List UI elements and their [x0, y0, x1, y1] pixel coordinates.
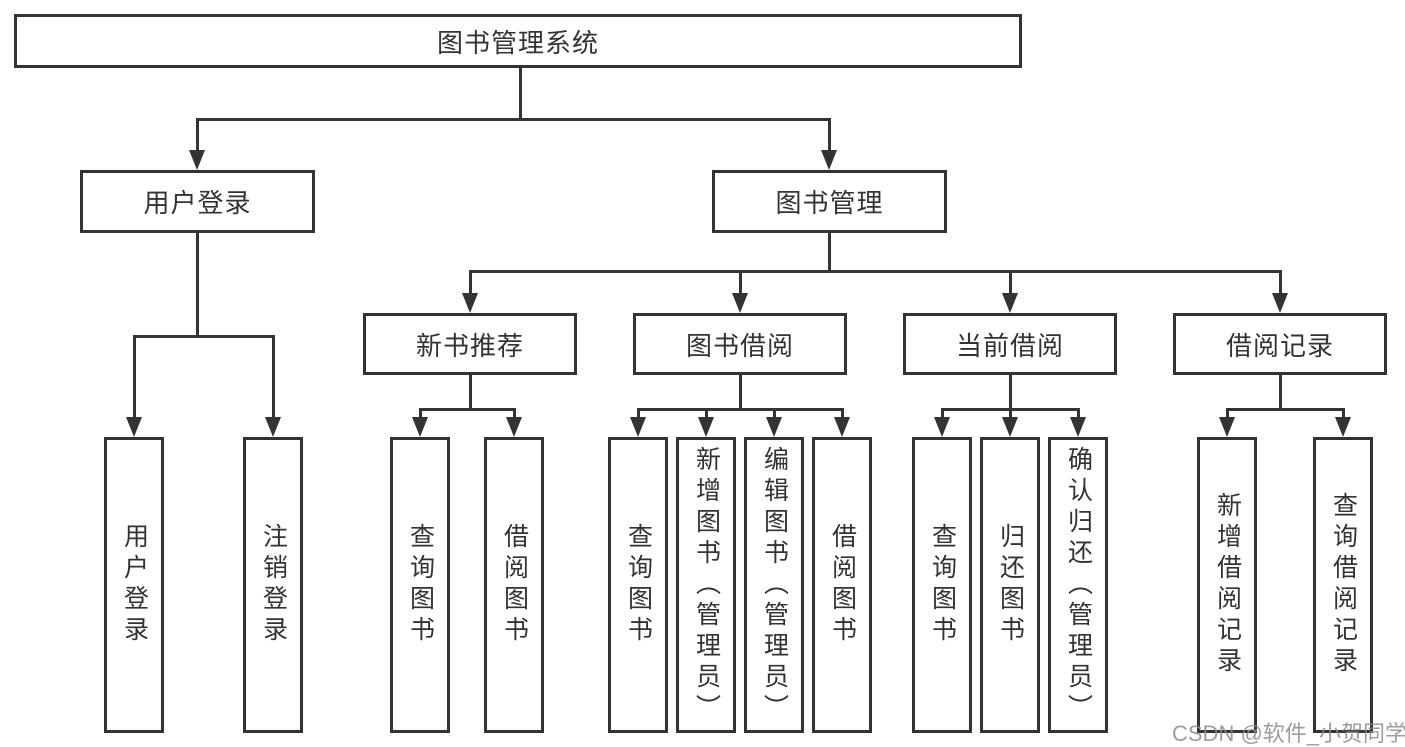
arrowhead-edit-books — [766, 417, 782, 437]
arrowhead-add-borrow-record — [1219, 417, 1235, 437]
node-leaf-query-books-current-label: 查询图书 — [928, 523, 957, 647]
arrowhead-query-books-borrow — [630, 417, 646, 437]
connector-book-mgmt-stem — [828, 233, 831, 270]
connector-drop-add-books — [705, 408, 708, 417]
node-current-borrow-label: 当前借阅 — [955, 330, 1064, 361]
connector-drop-add-borrow-record — [1226, 408, 1229, 417]
connector-drop-current-borrow — [1009, 270, 1012, 293]
node-leaf-query-books-borrow-label: 查询图书 — [624, 523, 653, 647]
node-leaf-query-books-rec-label: 查询图书 — [406, 523, 435, 647]
node-book-borrow: 图书借阅 — [633, 313, 847, 375]
node-leaf-edit-books-admin-label: 编辑图书（管理员） — [760, 445, 789, 725]
connector-drop-borrow-books-rec — [513, 408, 516, 417]
node-leaf-query-books-borrow: 查询图书 — [608, 437, 668, 733]
node-root: 图书管理系统 — [14, 14, 1022, 68]
node-leaf-query-borrow-record: 查询借阅记录 — [1313, 437, 1373, 733]
connector-new-book-rec-split — [419, 408, 516, 411]
node-leaf-add-books-admin-label: 新增图书（管理员） — [692, 445, 721, 725]
node-leaf-query-borrow-record-label: 查询借阅记录 — [1329, 492, 1358, 678]
connector-user-login-stem — [196, 233, 199, 335]
connector-drop-borrow-records — [1279, 270, 1282, 293]
connector-borrow-records-stem — [1279, 375, 1282, 408]
arrowhead-book-mgmt — [821, 150, 837, 170]
node-book-mgmt-label: 图书管理 — [775, 188, 884, 218]
connector-drop-user-login — [196, 118, 199, 150]
connector-drop-new-book-rec — [469, 270, 472, 293]
arrowhead-borrow-books — [834, 417, 850, 437]
connector-book-borrow-split — [637, 408, 844, 411]
arrowhead-query-books-rec — [412, 417, 428, 437]
node-leaf-user-login-label: 用户登录 — [120, 523, 149, 647]
node-leaf-add-borrow-record-label: 新增借阅记录 — [1213, 492, 1242, 678]
node-current-borrow: 当前借阅 — [903, 313, 1117, 375]
arrowhead-borrow-records — [1272, 293, 1288, 313]
node-new-book-rec-label: 新书推荐 — [415, 330, 524, 361]
connector-drop-query-borrow-record — [1342, 408, 1345, 417]
node-leaf-add-borrow-record: 新增借阅记录 — [1197, 437, 1257, 733]
node-leaf-confirm-return-admin-label: 确认归还（管理员） — [1064, 445, 1093, 725]
connector-current-borrow-stem — [1009, 375, 1012, 408]
node-leaf-borrow-books-rec-label: 借阅图书 — [500, 523, 529, 647]
node-leaf-logout: 注销登录 — [243, 437, 303, 733]
arrowhead-leaf-logout — [265, 417, 281, 437]
node-leaf-edit-books-admin: 编辑图书（管理员） — [744, 437, 804, 733]
node-leaf-return-books: 归还图书 — [980, 437, 1040, 733]
connector-drop-confirm-return — [1077, 408, 1080, 417]
arrowhead-add-books — [698, 417, 714, 437]
arrowhead-user-login — [189, 150, 205, 170]
node-leaf-return-books-label: 归还图书 — [996, 523, 1025, 647]
node-user-login-label: 用户登录 — [143, 188, 252, 218]
node-leaf-borrow-books-rec: 借阅图书 — [484, 437, 544, 733]
connector-user-login-split — [133, 335, 275, 338]
arrowhead-leaf-user-login — [126, 417, 142, 437]
connector-drop-book-borrow — [739, 270, 742, 293]
arrowhead-current-borrow — [1002, 293, 1018, 313]
connector-root-split — [196, 118, 831, 121]
node-leaf-borrow-books-label: 借阅图书 — [828, 523, 857, 647]
node-borrow-records-label: 借阅记录 — [1225, 330, 1334, 361]
node-leaf-query-books-current: 查询图书 — [912, 437, 972, 733]
connector-drop-query-books-rec — [419, 408, 422, 417]
node-leaf-borrow-books: 借阅图书 — [812, 437, 872, 733]
arrowhead-borrow-books-rec — [506, 417, 522, 437]
arrowhead-new-book-rec — [462, 293, 478, 313]
connector-root-stem — [519, 68, 522, 118]
node-root-label: 图书管理系统 — [436, 27, 599, 58]
connector-new-book-rec-stem — [469, 375, 472, 408]
node-leaf-user-login: 用户登录 — [104, 437, 164, 733]
connector-book-mgmt-split — [469, 270, 1282, 273]
arrowhead-return-books — [1002, 417, 1018, 437]
connector-drop-return-books — [1009, 408, 1012, 417]
connector-borrow-records-split — [1226, 408, 1345, 411]
connector-drop-leaf-user-login — [133, 335, 136, 417]
connector-drop-book-mgmt — [828, 118, 831, 150]
arrowhead-book-borrow — [732, 293, 748, 313]
node-book-mgmt: 图书管理 — [712, 170, 947, 233]
arrowhead-query-borrow-record — [1335, 417, 1351, 437]
node-leaf-confirm-return-admin: 确认归还（管理员） — [1048, 437, 1108, 733]
connector-drop-edit-books — [773, 408, 776, 417]
node-user-login: 用户登录 — [80, 170, 315, 233]
connector-book-borrow-stem — [739, 375, 742, 408]
node-new-book-rec: 新书推荐 — [363, 313, 577, 375]
node-book-borrow-label: 图书借阅 — [685, 330, 794, 361]
arrowhead-query-books-current — [934, 417, 950, 437]
watermark: CSDN @软件_小贺同学 — [1172, 721, 1405, 746]
connector-drop-leaf-logout — [272, 335, 275, 417]
arrowhead-confirm-return — [1070, 417, 1086, 437]
connector-drop-query-books-borrow — [637, 408, 640, 417]
node-leaf-query-books-rec: 查询图书 — [390, 437, 450, 733]
connector-drop-query-books-current — [941, 408, 944, 417]
node-borrow-records: 借阅记录 — [1173, 313, 1387, 375]
connector-drop-borrow-books — [841, 408, 844, 417]
node-leaf-add-books-admin: 新增图书（管理员） — [676, 437, 736, 733]
node-leaf-logout-label: 注销登录 — [259, 523, 288, 647]
